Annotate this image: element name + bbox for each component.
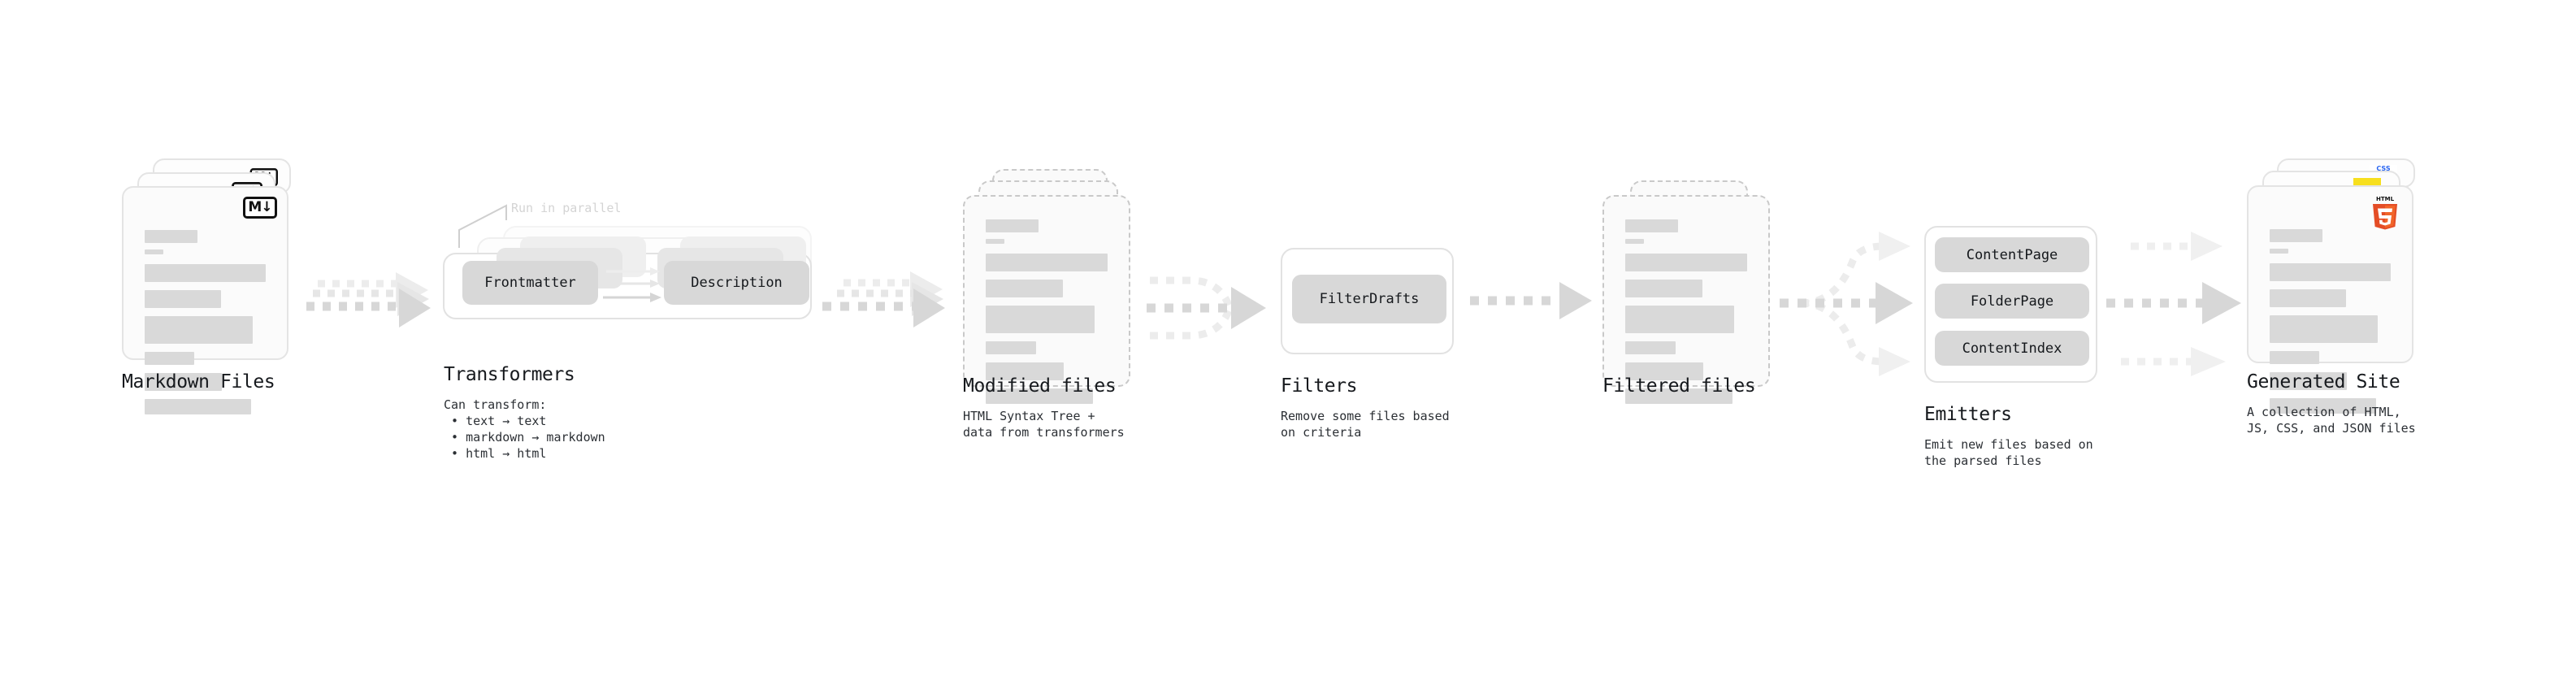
doc-line (1625, 280, 1702, 297)
doc-line (145, 399, 252, 414)
stage-title: Generated Site (2247, 371, 2400, 393)
doc-line (1625, 219, 1678, 232)
generated-site-stack: CSS JS HTML (2247, 158, 2434, 414)
emitter-pill-folderpage[interactable]: FolderPage (1935, 284, 2089, 319)
arrow-emitters-to-site (2105, 232, 2247, 378)
doc-line (986, 306, 1095, 333)
filter-pill-label: FilterDrafts (1319, 291, 1420, 307)
transformer-pill-label: Description (691, 275, 783, 291)
css-badge-label: CSS (2376, 165, 2391, 172)
doc-line (2270, 372, 2348, 390)
modified-file-stack (963, 163, 1142, 404)
html5-badge: HTML (2370, 193, 2400, 230)
doc-line (2270, 315, 2378, 343)
doc-line (1625, 254, 1747, 271)
emitter-pill-contentpage[interactable]: ContentPage (1935, 237, 2089, 272)
doc-line (986, 254, 1108, 271)
doc-line (986, 341, 1036, 354)
stage-title: Emitters (1924, 404, 2012, 425)
svg-text:HTML: HTML (2376, 196, 2395, 202)
filter-pill-filterdrafts[interactable]: FilterDrafts (1292, 275, 1446, 323)
run-in-parallel-bracket (458, 204, 507, 248)
doc-placeholder-lines (145, 230, 266, 421)
arrow-filters-to-filtered (1467, 280, 1593, 329)
stage-modified-files: Modified files HTML Syntax Tree + data f… (963, 163, 1142, 440)
arrow-transformers-to-modified (819, 270, 945, 343)
doc-placeholder-lines (986, 219, 1108, 410)
arrow-modified-to-filters (1134, 264, 1268, 354)
doc-line (1625, 341, 1676, 354)
doc-line (2270, 289, 2346, 307)
markdown-badge: M↓ (243, 197, 277, 219)
doc-line (145, 230, 197, 243)
doc-line (145, 316, 253, 344)
doc-line (145, 352, 195, 365)
transformer-pill-description[interactable]: Description (664, 261, 809, 305)
stage-title: Markdown Files (122, 371, 275, 393)
doc-line (2270, 351, 2320, 364)
emitter-pill-label: ContentIndex (1962, 340, 2062, 357)
stage-subtitle: HTML Syntax Tree + data from transformer… (963, 409, 1125, 440)
doc-line (1625, 306, 1734, 333)
stage-title: Filtered files (1602, 375, 1756, 397)
stage-title: Filters (1281, 375, 1358, 397)
doc-line (1625, 388, 1733, 404)
transformer-pill-label: Frontmatter (484, 275, 576, 291)
stage-generated-site: CSS JS HTML (2247, 158, 2434, 436)
filtered-file-stack (1602, 163, 1781, 404)
doc-line (986, 362, 1064, 380)
doc-card-front: HTML (2247, 185, 2413, 414)
stage-subtitle: Can transform: • text → text • markdown … (444, 397, 605, 461)
doc-line (145, 373, 223, 391)
stage-filtered-files: Filtered files (1602, 163, 1781, 404)
stage-subtitle: A collection of HTML, JS, CSS, and JSON … (2247, 405, 2416, 436)
stage-subtitle: Remove some files based on criteria (1281, 409, 1450, 440)
emitter-pill-label: FolderPage (1970, 293, 2054, 310)
stage-subtitle: Emit new files based on the parsed files (1924, 437, 2093, 468)
emitter-pill-contentindex[interactable]: ContentIndex (1935, 331, 2089, 366)
doc-line (2270, 398, 2377, 414)
markdown-badge-label: M↓ (248, 199, 272, 215)
doc-line (1625, 362, 1703, 380)
doc-placeholder-lines (2270, 229, 2391, 420)
doc-line (145, 264, 266, 282)
doc-line (1625, 239, 1644, 244)
stage-markdown-files: M↓ M↓ M↓ Markdown F (122, 158, 309, 414)
stage-title: Modified files (963, 375, 1117, 397)
doc-line (986, 219, 1039, 232)
doc-line (2270, 263, 2391, 281)
doc-line (986, 239, 1004, 244)
doc-line (986, 388, 1093, 404)
doc-line (986, 280, 1063, 297)
doc-placeholder-lines (1625, 219, 1747, 410)
doc-card-front (963, 195, 1130, 404)
doc-card-front (1602, 195, 1770, 404)
run-in-parallel-label: Run in parallel (511, 201, 622, 215)
doc-line (2270, 229, 2322, 242)
doc-line (2270, 249, 2288, 254)
markdown-file-stack: M↓ M↓ M↓ (122, 158, 309, 414)
transformer-inner-arrows (603, 267, 661, 302)
arrow-filtered-to-emitters (1778, 232, 1920, 378)
doc-line (145, 290, 221, 308)
arrow-markdown-to-transformers (305, 272, 431, 345)
stage-title: Transformers (444, 364, 575, 385)
doc-card-front: M↓ (122, 186, 288, 414)
emitter-pill-label: ContentPage (1966, 246, 2058, 263)
doc-line (145, 249, 163, 254)
transformer-pill-frontmatter[interactable]: Frontmatter (462, 261, 598, 305)
